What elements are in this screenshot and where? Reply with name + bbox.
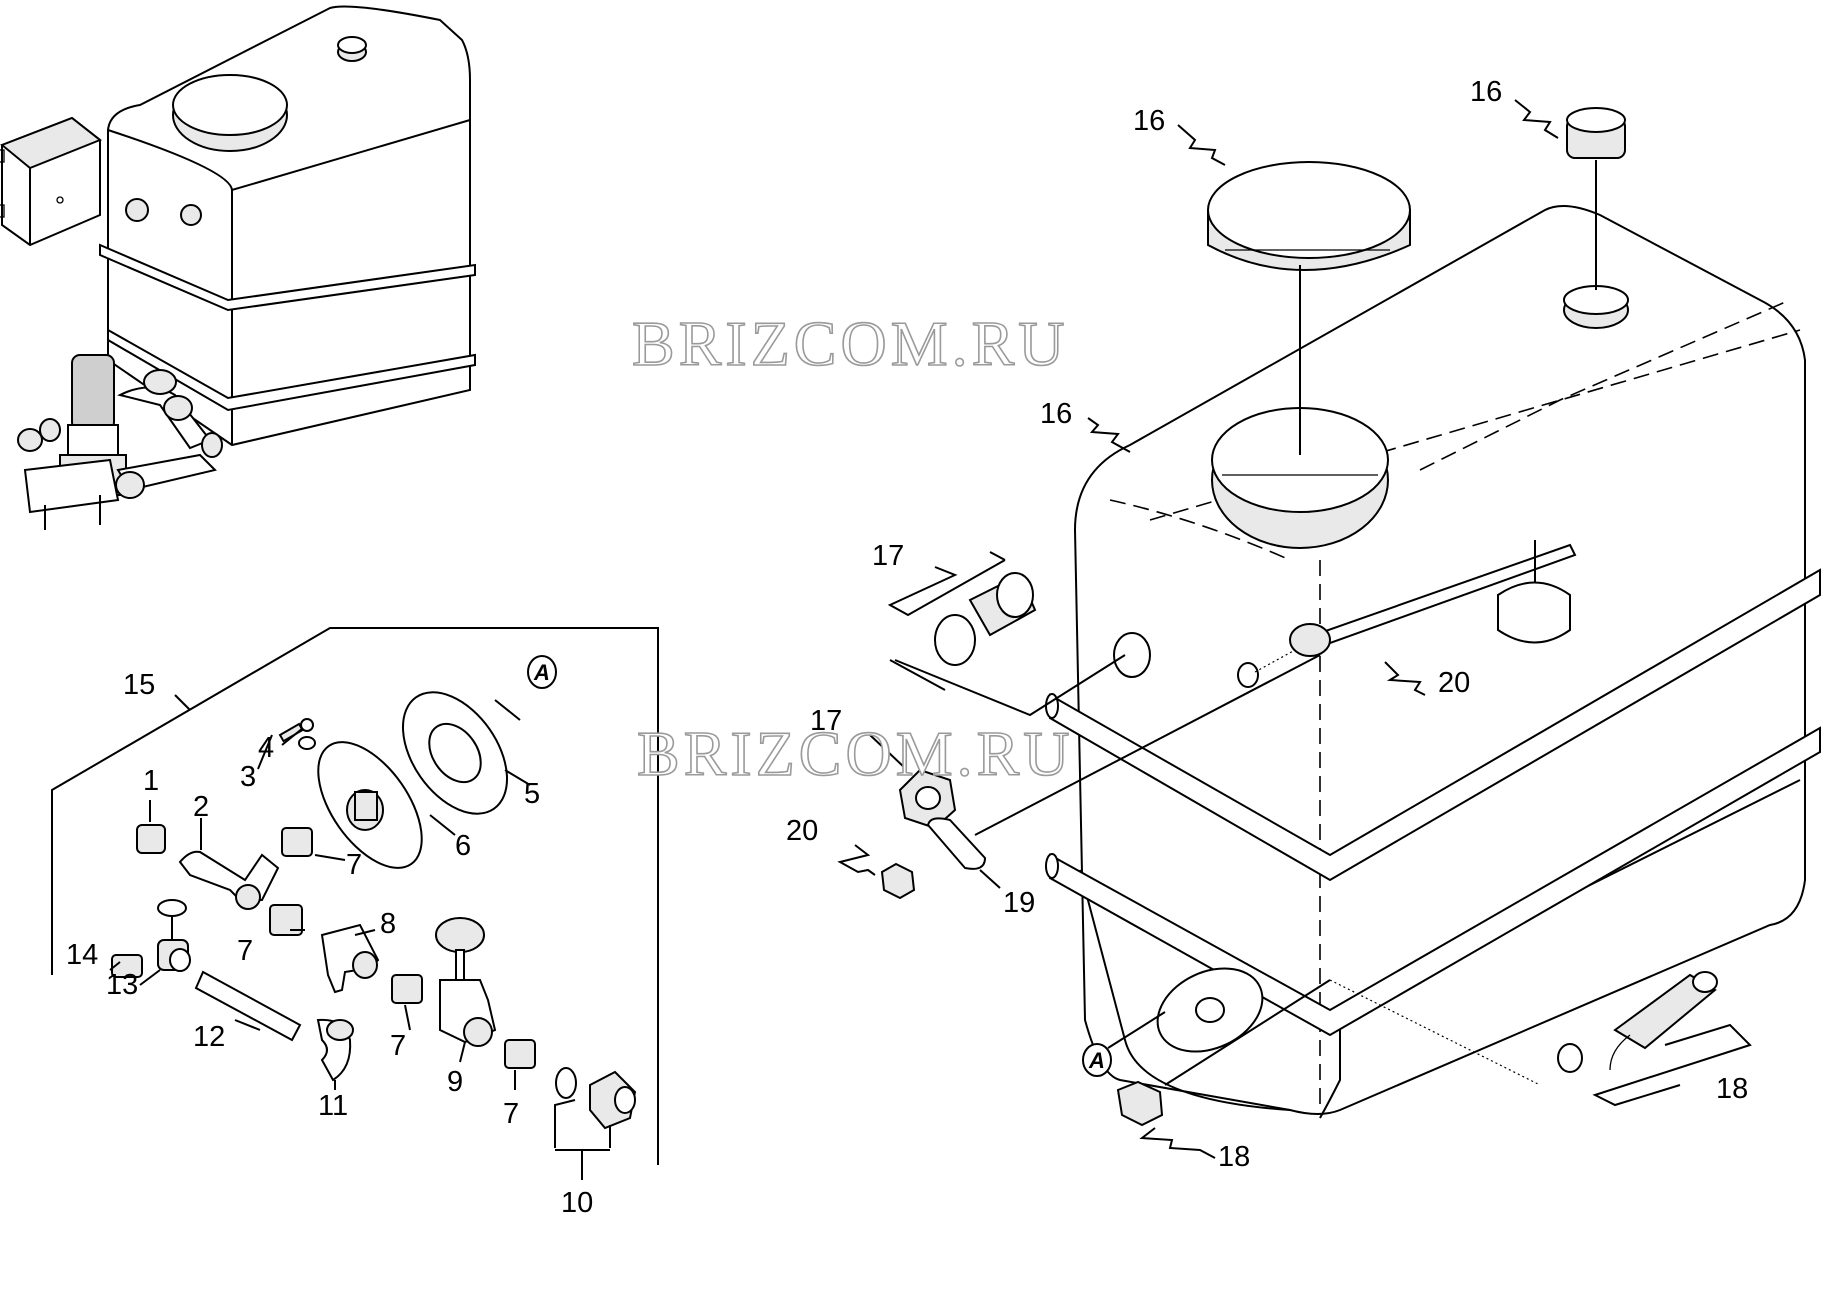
plug-part-1 xyxy=(136,824,166,854)
gasket-part-19 xyxy=(926,817,987,870)
marker-letter: A xyxy=(1088,1048,1105,1073)
assembly-outline xyxy=(51,627,659,1165)
label-part-20: 20 xyxy=(1438,667,1470,699)
elbow-part-11 xyxy=(316,1018,354,1082)
cap-part-16-small xyxy=(1566,107,1626,159)
fitting-part-17-upper xyxy=(934,572,1037,666)
overview-tank xyxy=(99,5,476,447)
nipple-part-7-a xyxy=(281,827,313,857)
main-tank-illustration xyxy=(880,107,1821,1127)
label-part-18: 18 xyxy=(1716,1073,1748,1105)
marker-letter: A xyxy=(533,660,550,685)
label-part-7: 7 xyxy=(237,935,253,967)
label-part-13: 13 xyxy=(106,969,138,1001)
washer-part-18 xyxy=(1557,1043,1583,1073)
label-part-16: 16 xyxy=(1040,398,1072,430)
connector-part-14 xyxy=(111,954,143,978)
label-part-4: 4 xyxy=(258,732,274,764)
label-part-20: 20 xyxy=(786,815,818,847)
washer-part-4 xyxy=(298,736,316,750)
label-part-14: 14 xyxy=(66,939,98,971)
nipple-part-7-c xyxy=(391,974,423,1004)
tank-side-hole-small xyxy=(1237,662,1259,688)
label-part-1: 1 xyxy=(143,765,159,797)
label-part-15: 15 xyxy=(123,669,155,701)
label-part-2: 2 xyxy=(193,791,209,823)
nut-part-20 xyxy=(880,862,916,900)
label-part-18: 18 xyxy=(1218,1141,1250,1173)
pipe-assembly-group xyxy=(51,627,659,1165)
union-part-10 xyxy=(555,1067,637,1130)
label-part-11: 11 xyxy=(318,1090,348,1122)
label-part-6: 6 xyxy=(455,830,471,862)
pipe-part-12 xyxy=(194,970,302,1042)
label-part-19: 19 xyxy=(1003,887,1035,919)
label-part-16: 16 xyxy=(1470,76,1502,108)
label-part-17: 17 xyxy=(872,540,904,572)
control-box xyxy=(0,116,102,247)
watermark-text-middle: BRIZCOM.RU xyxy=(637,718,1074,789)
label-part-5: 5 xyxy=(524,778,540,810)
valve-part-13 xyxy=(157,899,191,972)
tank-side-hole-large xyxy=(1113,632,1151,678)
overview-unit-illustration xyxy=(0,5,476,530)
label-part-3: 3 xyxy=(240,761,256,793)
label-part-16: 16 xyxy=(1133,105,1165,137)
label-part-7: 7 xyxy=(503,1098,519,1130)
tee-part-8 xyxy=(320,923,380,994)
nipple-part-7-d xyxy=(504,1039,536,1069)
float-valve-part-20 xyxy=(1289,540,1577,657)
reference-marker-a-bottom: A xyxy=(1082,1043,1112,1077)
filler-neck xyxy=(1563,285,1629,329)
part-labels: 15 1 2 3 4 5 6 7 7 8 14 13 12 7 9 11 7 1… xyxy=(66,76,1748,1219)
nut-part-18 xyxy=(1116,1080,1164,1127)
nipple-part-7-b xyxy=(269,904,303,936)
label-part-10: 10 xyxy=(561,1187,593,1219)
reference-marker-a-top: A xyxy=(527,655,557,689)
gasket-part-5 xyxy=(401,691,509,815)
label-part-12: 12 xyxy=(193,1021,225,1053)
tee-part-2 xyxy=(178,850,280,910)
drain-part-18 xyxy=(1609,971,1718,1071)
label-part-7: 7 xyxy=(346,849,362,881)
watermark-text-top: BRIZCOM.RU xyxy=(632,308,1069,379)
nut-part-17-lower xyxy=(898,768,957,830)
label-part-9: 9 xyxy=(447,1066,463,1098)
leader-lines xyxy=(109,99,1752,1180)
tank-bottom-flange xyxy=(1156,967,1264,1053)
tank-rails xyxy=(1045,568,1821,1037)
watermarks: BRIZCOM.RU BRIZCOM.RU xyxy=(631,307,1074,790)
label-part-17: 17 xyxy=(810,705,842,737)
gate-valve-part-9 xyxy=(435,917,497,1047)
flange-part-6 xyxy=(317,741,423,869)
overview-pump-assembly xyxy=(17,354,223,530)
lid-part-16-large xyxy=(1207,161,1411,271)
label-part-8: 8 xyxy=(380,908,396,940)
label-part-7: 7 xyxy=(390,1030,406,1062)
